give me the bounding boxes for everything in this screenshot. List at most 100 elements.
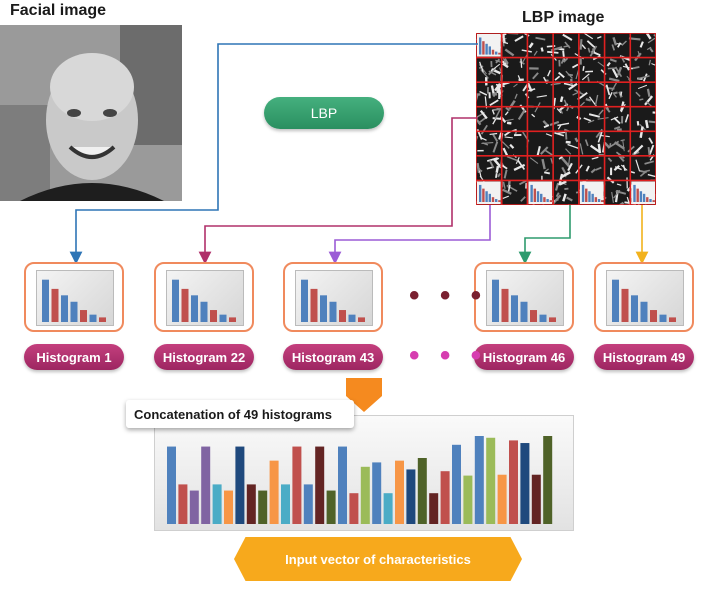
histogram-bar (520, 301, 528, 322)
histogram-bar (669, 317, 676, 322)
concatenation-arrow-icon (346, 378, 382, 412)
histogram-bar (229, 317, 236, 322)
histogram-bar (501, 288, 509, 322)
histogram-bar (320, 295, 327, 322)
histogram-box-49 (594, 262, 694, 332)
histogram-bar (89, 314, 97, 322)
concatenated-bar (326, 490, 336, 524)
histogram-bar (348, 314, 356, 322)
connector-histogram-1 (69, 43, 478, 265)
histogram-bar (219, 314, 227, 322)
histogram-bar (631, 295, 638, 322)
histogram-bar (172, 279, 179, 322)
connector-histogram-43 (328, 205, 491, 265)
concatenated-bar (417, 458, 427, 524)
concatenated-bar (486, 437, 496, 524)
concatenated-bar (269, 460, 279, 524)
histogram-bar (612, 279, 619, 322)
histogram-box-43 (283, 262, 383, 332)
concatenated-bar (497, 474, 507, 524)
facial-image-title: Facial image (10, 2, 107, 19)
histogram-bar (530, 310, 537, 322)
histogram-bar (492, 279, 499, 322)
histogram-chart (172, 279, 236, 322)
histogram-bar (181, 288, 189, 322)
histogram-bar (80, 310, 87, 322)
concatenated-bar (212, 484, 222, 524)
histogram-chart (612, 279, 676, 322)
histogram-bar (549, 317, 556, 322)
histogram-bar (621, 288, 629, 322)
histogram-label-46: Histogram 46 (474, 344, 574, 370)
ellipsis-histograms: • • • (409, 279, 488, 312)
concatenated-bars (167, 436, 553, 524)
concatenated-bar (189, 490, 199, 524)
concatenated-bar (349, 493, 359, 524)
concatenated-bar (338, 446, 347, 524)
histogram-label-1: Histogram 1 (24, 344, 124, 370)
concatenated-bar (543, 436, 553, 524)
concatenated-bar (360, 466, 370, 524)
histogram-bar (310, 288, 318, 322)
concatenation-label: Concatenation of 49 histograms (126, 400, 354, 428)
histogram-bar (301, 279, 308, 322)
concatenated-bar (474, 436, 484, 524)
concatenated-bar (178, 484, 188, 524)
histogram-bar (210, 310, 217, 322)
concatenated-bar (531, 474, 541, 524)
histogram-bar (640, 301, 648, 322)
lbp-image-title: LBP image (522, 9, 605, 26)
histogram-chart (492, 279, 556, 322)
concatenated-histogram-chart (154, 415, 574, 531)
histogram-label-49: Histogram 49 (594, 344, 694, 370)
histogram-label-43: Histogram 43 (283, 344, 383, 370)
histogram-box-46 (474, 262, 574, 332)
histogram-chart (42, 279, 106, 322)
concatenated-bar (315, 446, 325, 524)
histogram-bar (329, 301, 337, 322)
concatenated-bar (395, 460, 404, 524)
ellipsis-labels: • • • (409, 339, 488, 372)
concatenated-bar (463, 475, 473, 524)
concatenated-bar (509, 440, 518, 524)
face-illustration (0, 25, 182, 201)
histogram-bar (358, 317, 365, 322)
histogram-bar (539, 314, 547, 322)
histogram-bar (51, 288, 59, 322)
input-vector-label: Input vector of characteristics (234, 537, 522, 581)
histogram-box-1 (24, 262, 124, 332)
histogram-bar (61, 295, 68, 322)
concatenated-bar (281, 484, 290, 524)
facial-photo (0, 25, 182, 201)
histogram-chart (301, 279, 365, 322)
histogram-bar (339, 310, 346, 322)
concatenated-bar (372, 462, 382, 524)
concatenated-bar (167, 446, 176, 524)
concatenated-bar (292, 446, 302, 524)
connector-histogram-46 (518, 205, 571, 265)
concatenated-bar (246, 484, 256, 524)
histogram-bar (511, 295, 518, 322)
histogram-bar (70, 301, 78, 322)
concatenated-bar (452, 444, 461, 524)
histogram-bar (99, 317, 106, 322)
histogram-bar (42, 279, 49, 322)
concatenated-bar (440, 471, 450, 524)
connector-histogram-22 (198, 117, 478, 265)
histogram-bar (200, 301, 208, 322)
concatenated-bar (303, 484, 313, 524)
concatenated-bar (201, 446, 211, 524)
histogram-bar (659, 314, 667, 322)
concatenated-bar (258, 490, 268, 524)
histogram-bar (191, 295, 198, 322)
concatenated-bar (224, 490, 233, 524)
concatenated-bar (520, 443, 530, 524)
histogram-box-22 (154, 262, 254, 332)
concatenated-bar (429, 493, 439, 524)
lbp-grid-image (476, 33, 656, 205)
histogram-label-22: Histogram 22 (154, 344, 254, 370)
concatenated-bar (235, 446, 245, 524)
histogram-bar (650, 310, 657, 322)
concatenated-bar (406, 469, 416, 524)
